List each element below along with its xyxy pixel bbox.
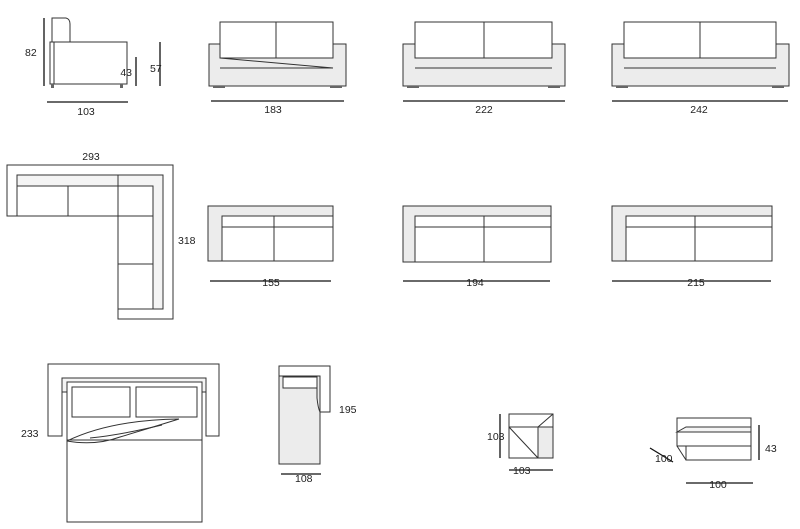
pouf-perspective-view: 43 100 100 <box>649 417 777 491</box>
chaise-module-top-view: 195 108 <box>278 365 357 485</box>
armchair-side-view: 82 43 57 103 <box>25 17 162 118</box>
sofa-front-large: 242 <box>611 21 790 116</box>
armchair-seat-label: 43 <box>120 67 132 79</box>
pouf-depth-label: 100 <box>655 453 673 465</box>
corner-depth-label: 318 <box>178 235 196 247</box>
sofa-bed-top-medium: 194 <box>402 205 552 289</box>
sofa-front-medium: 222 <box>402 21 566 116</box>
sofa-large-width-label: 242 <box>690 104 708 116</box>
sofa-small-width-label: 183 <box>264 104 282 116</box>
armchair-height-label: 82 <box>25 47 37 59</box>
bed-length-label: 233 <box>21 428 39 440</box>
corner-width-label: 293 <box>82 151 100 163</box>
bed-top-view: 233 <box>21 363 220 523</box>
chaise-length-label: 195 <box>339 404 357 416</box>
armchair-arm-label: 57 <box>150 63 162 75</box>
pouf-width-label: 100 <box>709 479 727 491</box>
armchair-depth-label: 103 <box>77 106 95 118</box>
sofa-bed-small-label: 155 <box>262 277 280 289</box>
sofa-bed-top-large: 215 <box>611 205 773 289</box>
corner-sofa-top-view: 293 318 <box>6 151 196 320</box>
corner-module-top-view: 103 103 <box>487 413 554 477</box>
sofa-front-small: 183 <box>208 21 347 116</box>
pouf-height-label: 43 <box>765 443 777 455</box>
chaise-width-label: 108 <box>295 473 313 485</box>
sofa-bed-top-small: 155 <box>207 205 334 289</box>
corner-module-width-label: 103 <box>513 465 531 477</box>
sofa-bed-medium-label: 194 <box>466 277 484 289</box>
corner-module-depth-label: 103 <box>487 431 505 443</box>
sofa-bed-large-label: 215 <box>687 277 705 289</box>
sofa-medium-width-label: 222 <box>475 104 493 116</box>
